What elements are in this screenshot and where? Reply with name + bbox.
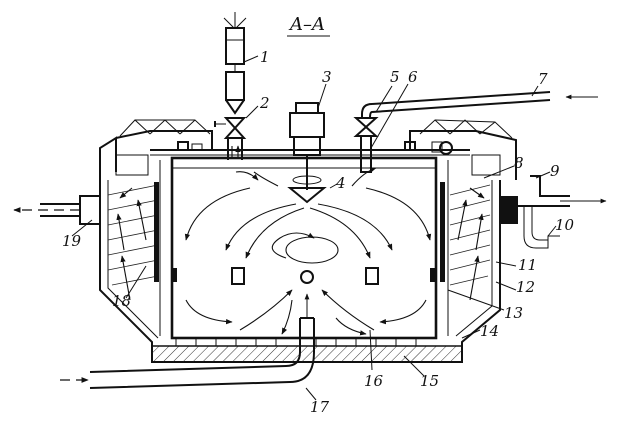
label-19: 19 [62,232,82,250]
label-15: 15 [420,372,439,390]
label-10: 10 [555,216,575,234]
drain-pipe-10 [523,206,560,249]
label-14: 14 [480,322,499,340]
jacket-flow-arrows [116,187,485,301]
leader-lines [71,55,557,401]
label-18: 18 [112,292,131,310]
label-7: 7 [538,70,548,88]
feed-device-1 [223,12,247,115]
outlet-pipe-19 [13,195,101,225]
valve-2 [214,117,247,160]
valve-5 [353,117,379,137]
label-12: 12 [516,278,535,296]
label-8: 8 [514,154,524,172]
inlet-pipe-17 [60,270,315,389]
tank-body [99,119,517,363]
outlet-pipe-9 [500,175,607,224]
dosing-pipe-6 [360,135,372,173]
label-6: 6 [408,68,418,86]
callout-labels: 1 2 3 4 5 6 7 8 9 10 11 12 13 14 15 16 1… [62,48,575,416]
label-9: 9 [550,162,560,180]
inlet-pipe-7 [361,91,598,119]
flow-streamlines [184,167,432,336]
stirrer-4 [287,175,327,204]
label-1: 1 [260,48,270,66]
label-5: 5 [390,68,400,86]
label-13: 13 [504,304,523,322]
section-title: A–A [288,14,325,35]
label-11: 11 [518,256,537,274]
label-17: 17 [310,398,330,416]
label-16: 16 [364,372,384,390]
motor-3 [289,102,325,190]
label-3: 3 [322,68,332,86]
label-2: 2 [259,94,270,112]
label-4: 4 [335,174,346,192]
